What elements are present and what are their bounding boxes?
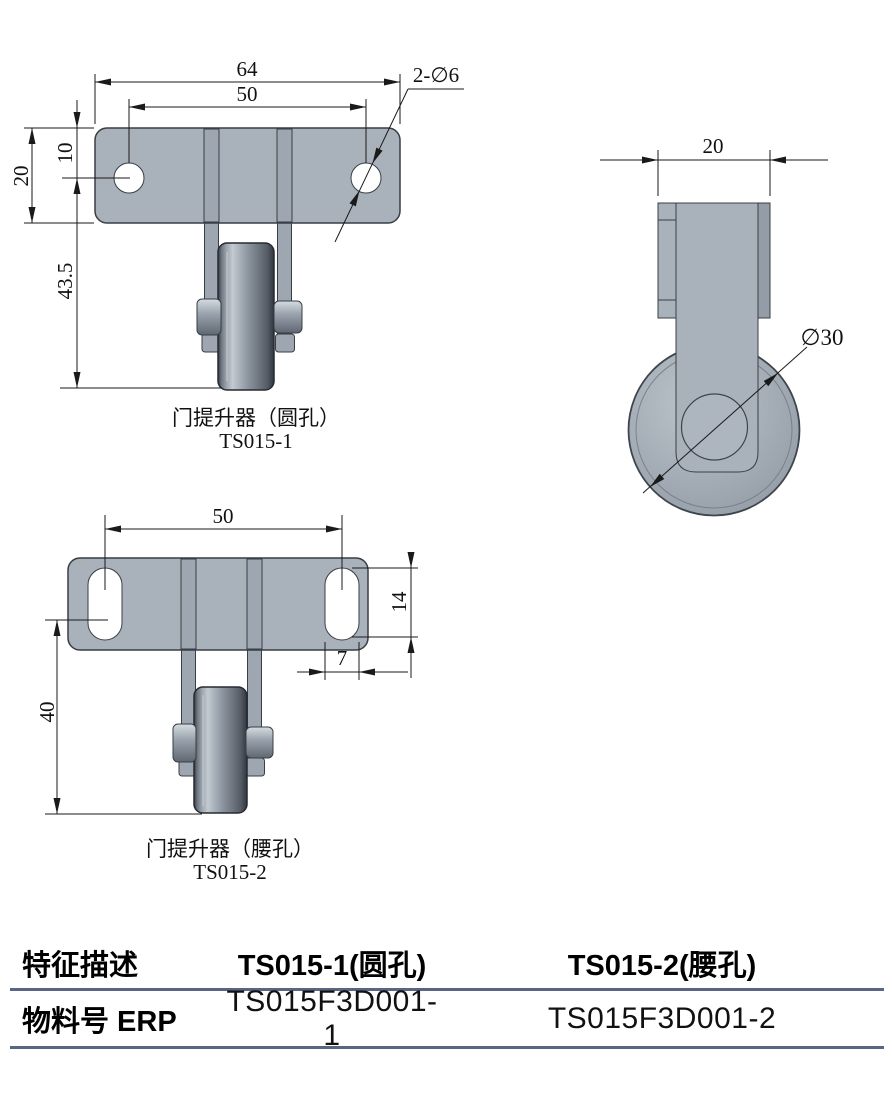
dim-slot-length-label: 14 <box>387 591 411 613</box>
spec-header-ts015-1: TS015-1(圆孔) <box>237 950 427 982</box>
view3-caption: 门提升器（腰孔） <box>146 837 314 861</box>
axle-hubs-2 <box>172 723 274 763</box>
dim-wheel-diameter-label: ∅30 <box>800 325 843 350</box>
front-view-ts015-2: 50 14 7 40 门提升器（腰孔） TS015-2 <box>35 504 418 884</box>
spec-erp-value-1: TS015F3D001-1 <box>226 984 438 1052</box>
spec-erp-row: 物料号 ERP TS015F3D001-1 TS015F3D001-2 <box>0 985 892 1052</box>
spec-erp-label: 物料号 ERP <box>22 1005 177 1038</box>
table-rule-top <box>10 988 884 991</box>
dim-drop-height-label: 43.5 <box>53 263 77 300</box>
side-bracket <box>657 202 771 473</box>
spec-header-ts015-2: TS015-2(腰孔) <box>567 950 757 982</box>
front-view-ts015-1: 64 50 20 10 43.5 2-∅6 门提升器（圆孔） TS015-1 <box>9 57 464 453</box>
mounting-plate-2 <box>67 557 369 651</box>
dim-total-width-label: 64 <box>237 57 259 81</box>
dimension-lines-view2 <box>600 150 828 494</box>
technical-drawing: 64 50 20 10 43.5 2-∅6 门提升器（圆孔） TS015-1 <box>9 57 844 884</box>
dim-drop-height2-label: 40 <box>35 702 59 723</box>
view1-caption: 门提升器（圆孔） <box>172 406 340 430</box>
axle-hubs <box>196 298 303 336</box>
spec-header-row: 特征描述 TS015-1(圆孔) TS015-2(腰孔) <box>0 938 892 988</box>
dim-plate-height-label: 20 <box>9 166 33 187</box>
dim-hole-callout-label: 2-∅6 <box>413 63 459 87</box>
dim-slot-width-label: 7 <box>337 646 348 670</box>
mounting-plate <box>94 127 401 224</box>
view3-code: TS015-2 <box>193 860 267 884</box>
view1-code: TS015-1 <box>219 429 293 453</box>
dimension-lines-view1 <box>24 74 464 389</box>
wheel-2 <box>193 686 248 814</box>
dim-hole-spacing-label: 50 <box>237 82 258 106</box>
spec-header-feature: 特征描述 <box>22 950 139 982</box>
spec-erp-value-2: TS015F3D001-2 <box>547 1001 777 1035</box>
dim-hole-spacing2-label: 50 <box>213 504 234 528</box>
table-rule-bottom <box>10 1046 884 1049</box>
dim-bracket-width-label: 20 <box>703 134 724 158</box>
side-view: 20 ∅30 <box>600 134 844 517</box>
spec-table: 特征描述 TS015-1(圆孔) TS015-2(腰孔) 物料号 ERP TS0… <box>0 938 892 1052</box>
dimension-lines-view3 <box>45 515 418 815</box>
wheel <box>217 242 275 391</box>
dim-hole-offset-label: 10 <box>53 143 77 164</box>
